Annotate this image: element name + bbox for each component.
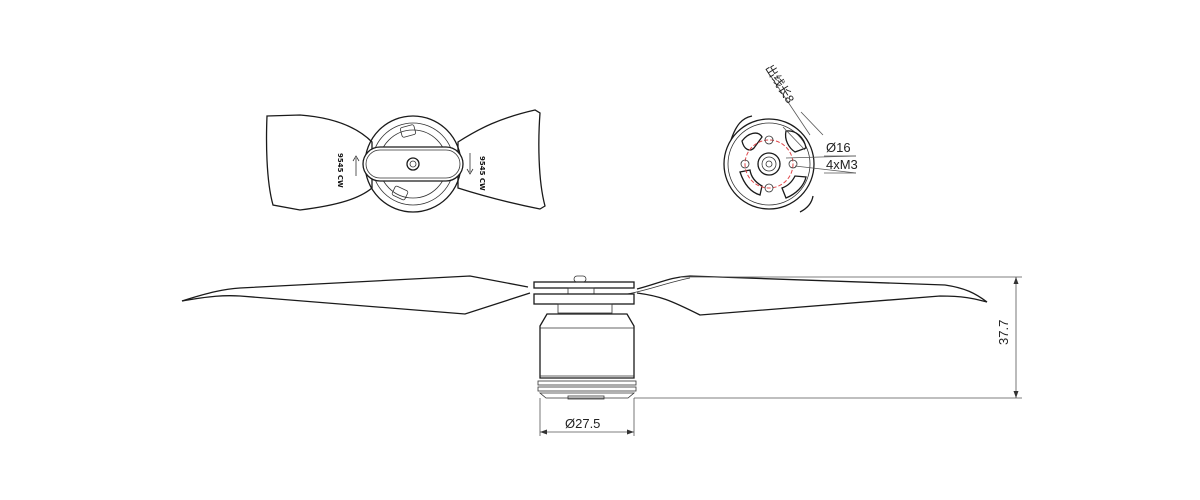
bolt-circle-label: Ø16 bbox=[826, 140, 851, 155]
hub-plate bbox=[533, 281, 635, 289]
side-left-blade bbox=[181, 275, 529, 302]
right-blade-marking: 9545 CW bbox=[478, 156, 486, 191]
bolt-hole-right bbox=[788, 159, 798, 169]
lead-length-label: 出线长8 bbox=[762, 62, 797, 106]
bolt-circle bbox=[744, 139, 794, 189]
left-blade-marking: 9545 CW bbox=[336, 153, 344, 188]
right-blade-outline bbox=[457, 109, 546, 210]
motor-diameter-label: Ø27.5 bbox=[565, 416, 600, 431]
left-blade-outline bbox=[265, 114, 373, 211]
window-top-right bbox=[784, 130, 807, 153]
motor-outer-circle bbox=[723, 118, 815, 210]
bolt-hole-top bbox=[764, 135, 774, 145]
motor-bottom-view: 出线长8 Ø16 4xM3 bbox=[723, 62, 858, 213]
shaft-icon bbox=[765, 160, 773, 168]
window-bottom-left bbox=[739, 169, 763, 196]
side-elevation: Ø27.5 37.7 bbox=[181, 275, 1022, 436]
rotation-arrow-right-icon bbox=[466, 153, 474, 175]
motor-body bbox=[539, 313, 635, 379]
clip-top bbox=[399, 124, 417, 138]
side-clip-left bbox=[730, 115, 753, 141]
height-label: 37.7 bbox=[996, 320, 1011, 345]
side-clip-right bbox=[799, 195, 814, 213]
side-right-blade bbox=[636, 275, 988, 303]
shaft-bearing bbox=[757, 152, 781, 176]
bolt-hole-left bbox=[740, 159, 750, 169]
window-bottom-right bbox=[781, 175, 807, 199]
rotation-arrow-left-icon bbox=[352, 155, 360, 176]
propeller-top-view: 9545 CW 9545 CW bbox=[265, 109, 546, 213]
window-top-left bbox=[741, 132, 763, 151]
bolt-hole-bottom bbox=[764, 183, 774, 193]
clip-bottom bbox=[391, 185, 409, 201]
clamp-bar bbox=[362, 146, 464, 182]
center-bolt-icon bbox=[406, 157, 420, 171]
thread-label: 4xM3 bbox=[826, 157, 858, 172]
